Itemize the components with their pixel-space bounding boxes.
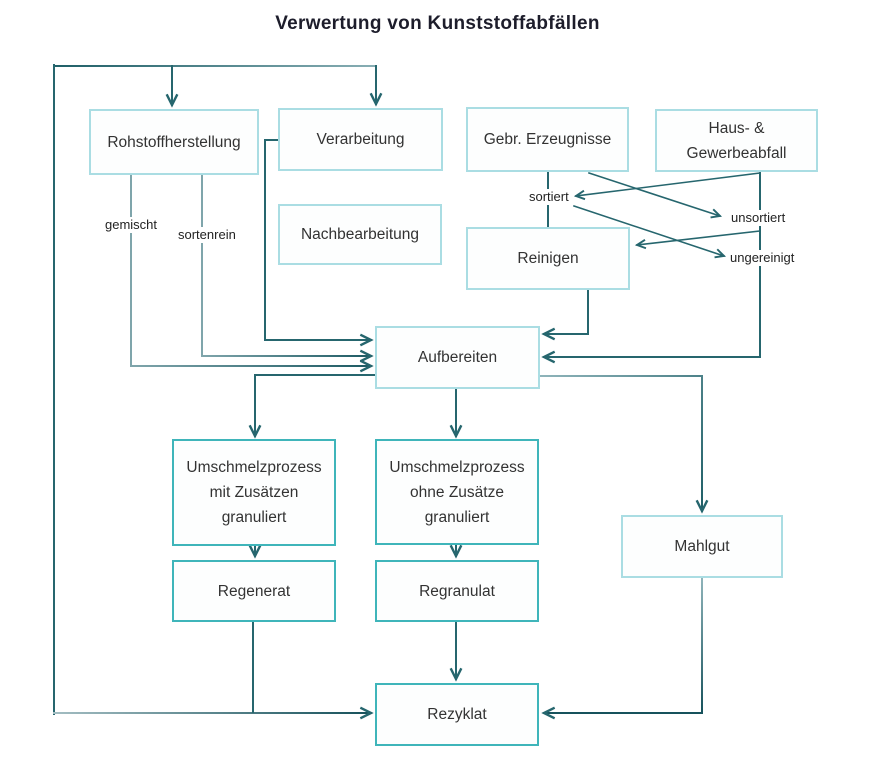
edge-aufbereiten-to-umschmelz-mit <box>248 374 376 439</box>
edge-label-gemischt: gemischt <box>103 217 160 233</box>
edge-right-to-reinigen <box>634 230 761 250</box>
node-mahlgut: Mahlgut <box>621 515 783 578</box>
node-aufbereiten: Aufbereiten <box>375 326 540 389</box>
node-regenerat: Regenerat <box>172 560 336 622</box>
node-nachbearbeitung: Nachbearbeitung <box>278 204 442 265</box>
edge-haus-down-to-aufbereiten <box>541 171 761 364</box>
node-umschmelzprozess-mit-zusaetzen: Umschmelzprozess mit Zusätzen granuliert <box>172 439 336 546</box>
edge-verarbeitung-to-aufbereiten <box>264 139 374 347</box>
edge-gebr-to-unsortiert <box>587 171 723 219</box>
edge-gemischt-to-aufbereiten <box>130 174 374 373</box>
node-haus-gewerbeabfall: Haus- & Gewerbeabfall <box>655 109 818 172</box>
diagram-title: Verwertung von Kunststoffabfällen <box>275 13 600 34</box>
edge-aufbereiten-to-mahlgut <box>539 375 709 514</box>
edge-reinigen-to-aufbereiten <box>541 289 589 341</box>
edge-label-ungereinigt: ungereinigt <box>728 250 797 266</box>
edge-label-unsortiert: unsortiert <box>729 210 788 226</box>
edge-label-sortiert: sortiert <box>527 189 571 205</box>
node-rohstoffherstellung: Rohstoffherstellung <box>89 109 259 175</box>
edge-mahlgut-to-rezyklat <box>541 577 703 720</box>
node-verarbeitung: Verarbeitung <box>278 108 443 171</box>
node-regranulat: Regranulat <box>375 560 539 622</box>
edge-label-sortenrein: sortenrein <box>176 227 238 243</box>
node-rezyklat: Rezyklat <box>375 683 539 746</box>
edge-haus-to-sortiert <box>573 172 761 201</box>
node-gebr-erzeugnisse: Gebr. Erzeugnisse <box>466 107 629 172</box>
edge-sortiert-to-ungereinigt <box>572 204 727 259</box>
node-umschmelzprozess-ohne-zusaetze: Umschmelzprozess ohne Zusätze granuliert <box>375 439 539 545</box>
node-reinigen: Reinigen <box>466 227 630 290</box>
edge-sortenrein-to-aufbereiten <box>201 174 374 363</box>
